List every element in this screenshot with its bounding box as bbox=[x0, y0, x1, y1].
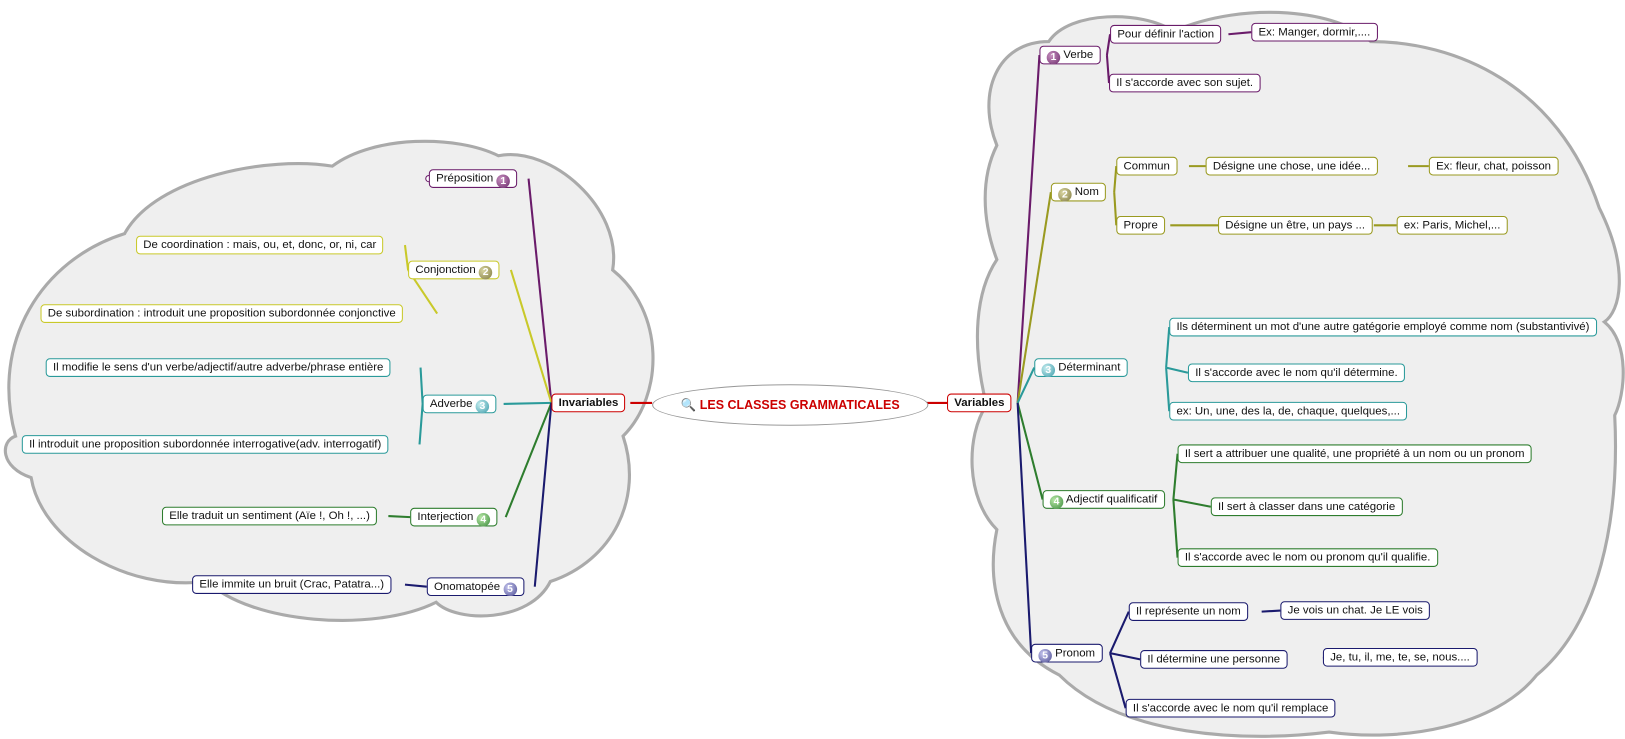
subtopic[interactable]: Je, tu, il, me, te, se, nous.... bbox=[1322, 647, 1478, 667]
topic-adjectif-qualificatif[interactable]: 4 Adjectif qualificatif bbox=[1042, 490, 1165, 509]
subtopic[interactable]: Désigne un être, un pays ... bbox=[1218, 215, 1373, 235]
subtopic[interactable]: ex: Un, une, des la, de, chaque, quelque… bbox=[1169, 401, 1408, 421]
subtopic[interactable]: Pour définir l'action bbox=[1110, 24, 1222, 44]
priority-3-icon: 3 bbox=[1041, 363, 1056, 377]
topic-conjonction[interactable]: Conjonction 2 bbox=[408, 260, 500, 280]
topic-onomatopee[interactable]: Onomatopée 5 bbox=[426, 577, 525, 597]
subtopic[interactable]: Il détermine une personne bbox=[1140, 650, 1288, 669]
topic-label: Nom bbox=[1074, 185, 1099, 199]
priority-1-icon: 1 bbox=[496, 174, 510, 188]
subtopic[interactable]: Il s'accorde avec le nom qu'il remplace bbox=[1125, 698, 1336, 718]
subtopic[interactable]: Il sert a attribuer une qualité, une pro… bbox=[1177, 444, 1532, 464]
topic-pronom[interactable]: 5 Pronom bbox=[1031, 643, 1103, 663]
subtopic[interactable]: Il sert à classer dans une catégorie bbox=[1210, 497, 1403, 517]
subtopic[interactable]: Il s'accorde avec son sujet. bbox=[1109, 73, 1261, 93]
subtopic[interactable]: Elle immite un bruit (Crac, Patatra...) bbox=[192, 575, 392, 594]
topic-variables[interactable]: Variables bbox=[947, 393, 1012, 413]
subtopic[interactable]: ex: Paris, Michel,... bbox=[1396, 215, 1508, 235]
priority-3-icon: 3 bbox=[475, 399, 490, 414]
subtopic[interactable]: Désigne une chose, une idée... bbox=[1205, 156, 1378, 176]
subtopic[interactable]: De coordination : mais, ou, et, donc, or… bbox=[136, 235, 384, 255]
central-topic-label: LES CLASSES GRAMMATICALES bbox=[699, 397, 900, 413]
subtopic[interactable]: Il représente un nom bbox=[1128, 602, 1249, 621]
topic-label: Adjectif qualificatif bbox=[1065, 493, 1158, 506]
subtopic[interactable]: Il s'accorde avec le nom ou pronom qu'il… bbox=[1177, 548, 1438, 567]
topic-label: Déterminant bbox=[1058, 361, 1121, 374]
priority-5-icon: 5 bbox=[503, 582, 517, 597]
priority-4-icon: 4 bbox=[1049, 495, 1064, 509]
topic-label: Préposition bbox=[436, 172, 494, 185]
priority-2-icon: 2 bbox=[478, 265, 493, 280]
topic-nom[interactable]: 2 Nom bbox=[1050, 182, 1107, 202]
topic-label: Conjonction bbox=[415, 263, 476, 277]
subtopic[interactable]: Il s'accorde avec le nom qu'il détermine… bbox=[1187, 363, 1405, 383]
priority-2-icon: 2 bbox=[1058, 187, 1072, 202]
topic-preposition[interactable]: Préposition 1 bbox=[428, 169, 518, 188]
topic-label: Interjection bbox=[417, 510, 474, 524]
central-topic[interactable]: 🔍 LES CLASSES GRAMMATICALES bbox=[652, 384, 929, 426]
topic-interjection[interactable]: Interjection 4 bbox=[410, 507, 498, 527]
subtopic[interactable]: Commun bbox=[1116, 156, 1178, 176]
subtopic[interactable]: Je vois un chat. Je LE vois bbox=[1280, 601, 1431, 620]
subtopic[interactable]: Il introduit une proposition subordonnée… bbox=[21, 435, 389, 454]
topic-label: Pronom bbox=[1055, 646, 1096, 660]
priority-1-icon: 1 bbox=[1046, 50, 1061, 65]
priority-5-icon: 5 bbox=[1038, 649, 1052, 663]
subtopic[interactable]: Ils déterminent un mot d'une autre gatég… bbox=[1169, 317, 1597, 337]
topic-invariables[interactable]: Invariables bbox=[551, 393, 626, 413]
left-cloud bbox=[3, 139, 655, 622]
subtopic[interactable]: Il modifie le sens d'un verbe/adjectif/a… bbox=[45, 358, 391, 377]
priority-4-icon: 4 bbox=[476, 512, 490, 527]
subtopic[interactable]: De subordination : introduit une proposi… bbox=[40, 304, 404, 323]
topic-determinant[interactable]: 3 Déterminant bbox=[1034, 358, 1128, 377]
topic-verbe[interactable]: 1 Verbe bbox=[1039, 45, 1101, 65]
subtopic[interactable]: Elle traduit un sentiment (Aïe !, Oh !, … bbox=[161, 506, 378, 526]
subtopic[interactable]: Ex: fleur, chat, poisson bbox=[1428, 156, 1559, 176]
topic-label: Verbe bbox=[1063, 48, 1094, 62]
magnifier-icon: 🔍 bbox=[680, 397, 697, 413]
topic-adverbe[interactable]: Adverbe 3 bbox=[422, 394, 497, 414]
topic-label: Adverbe bbox=[429, 397, 473, 411]
topic-label: Onomatopée bbox=[434, 580, 501, 593]
subtopic[interactable]: Ex: Manger, dormir,.... bbox=[1251, 22, 1378, 42]
subtopic[interactable]: Propre bbox=[1116, 215, 1166, 235]
